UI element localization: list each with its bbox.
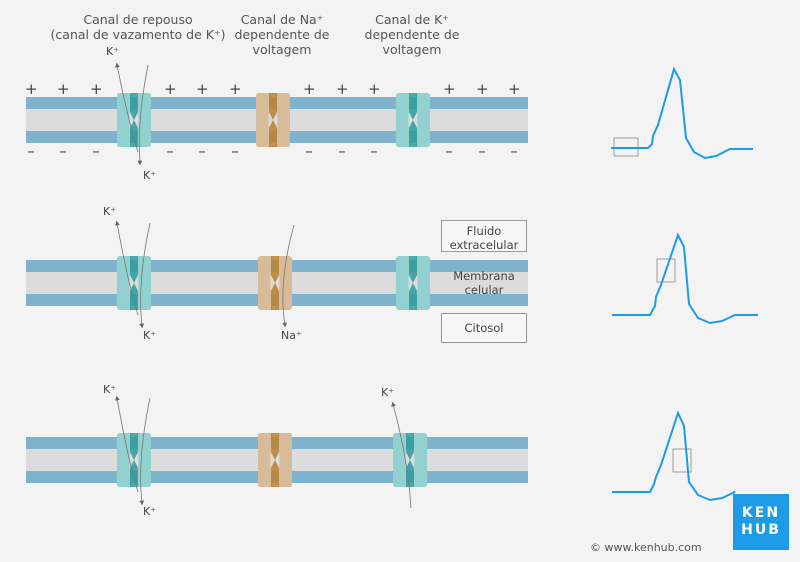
legend-membrane: Membrana celular bbox=[441, 269, 527, 297]
legend-extracellular-line2: extracelular bbox=[442, 238, 526, 252]
plus-sign: + bbox=[196, 80, 208, 98]
minus-sign: – bbox=[336, 142, 348, 160]
ion-label-k: K⁺ bbox=[106, 45, 119, 58]
minus-sign: – bbox=[25, 142, 37, 160]
plus-sign: + bbox=[303, 80, 315, 98]
legend-membrane-line2: celular bbox=[441, 283, 527, 297]
ion-label-k: K⁺ bbox=[103, 205, 116, 218]
logo-text-top: KEN bbox=[733, 505, 789, 522]
plus-sign: + bbox=[25, 80, 37, 98]
plus-sign: + bbox=[443, 80, 455, 98]
plus-sign: + bbox=[90, 80, 102, 98]
minus-sign: – bbox=[229, 142, 241, 160]
plus-sign: + bbox=[229, 80, 241, 98]
ion-label-na: Na⁺ bbox=[281, 329, 302, 342]
minus-sign: – bbox=[57, 142, 69, 160]
minus-sign: – bbox=[368, 142, 380, 160]
minus-sign: – bbox=[303, 142, 315, 160]
legend-cytosol: Citosol bbox=[441, 313, 527, 343]
legend-cytosol-label: Citosol bbox=[442, 321, 526, 335]
legend-membrane-line1: Membrana bbox=[441, 269, 527, 283]
panel-3 bbox=[26, 398, 528, 508]
minus-sign: – bbox=[164, 142, 176, 160]
plus-sign: + bbox=[336, 80, 348, 98]
ion-label-k: K⁺ bbox=[381, 386, 394, 399]
plus-sign: + bbox=[164, 80, 176, 98]
plus-sign: + bbox=[368, 80, 380, 98]
action-potential-2 bbox=[612, 235, 758, 323]
plus-sign: + bbox=[508, 80, 520, 98]
plus-sign: + bbox=[57, 80, 69, 98]
plus-sign: + bbox=[476, 80, 488, 98]
action-potential-1 bbox=[611, 69, 753, 158]
minus-sign: – bbox=[508, 142, 520, 160]
legend-extracellular: Fluido extracelular bbox=[441, 220, 527, 252]
copyright-text: © www.kenhub.com bbox=[590, 541, 702, 554]
ion-label-k: K⁺ bbox=[143, 505, 156, 518]
minus-sign: – bbox=[476, 142, 488, 160]
minus-sign: – bbox=[90, 142, 102, 160]
kenhub-logo[interactable]: KEN HUB bbox=[733, 494, 789, 550]
action-potential-3 bbox=[612, 413, 735, 500]
minus-sign: – bbox=[443, 142, 455, 160]
ion-label-k: K⁺ bbox=[143, 329, 156, 342]
legend-extracellular-line1: Fluido bbox=[442, 224, 526, 238]
minus-sign: – bbox=[196, 142, 208, 160]
ion-label-k: K⁺ bbox=[103, 383, 116, 396]
ion-label-k: K⁺ bbox=[143, 169, 156, 182]
logo-text-bottom: HUB bbox=[733, 522, 789, 539]
